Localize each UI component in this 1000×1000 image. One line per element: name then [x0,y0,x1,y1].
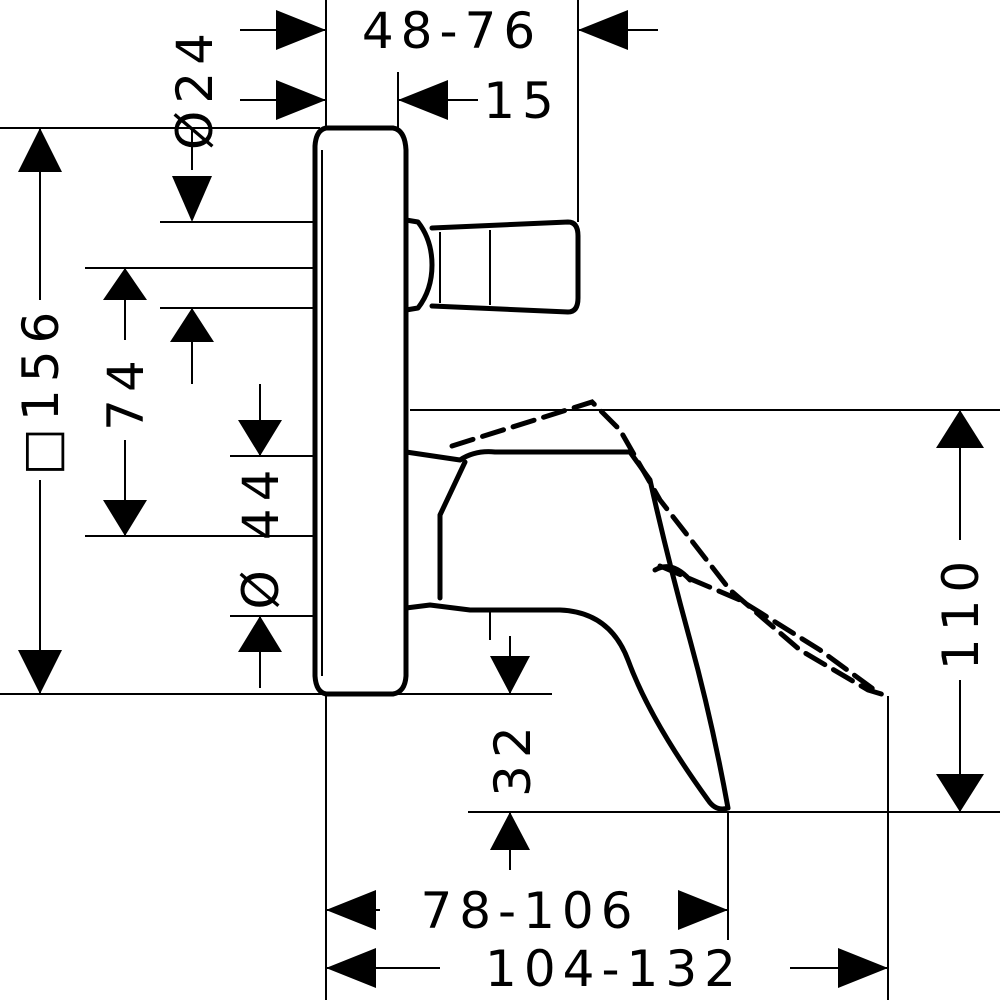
wall-plate [312,125,409,697]
dim-spout-height: 110 [932,554,990,670]
dimension-lines [39,29,961,969]
mixer-body [403,449,731,812]
arrow-down [490,656,530,694]
lever-open-position-lower [657,563,883,697]
arrow-up [170,308,214,342]
arrow-right [276,10,326,50]
arrow-up [103,268,147,300]
diverter-collar [403,217,435,313]
arrow-down [238,420,282,456]
arrow-left [326,948,376,988]
dim-spindle-depth: 15 [483,72,561,130]
dim-projection-long: 104-132 [485,940,743,998]
mixer-lever-groove [652,564,693,583]
arrow-down [172,176,212,222]
arrowheads [18,10,984,988]
arrow-right [276,80,326,120]
dim-spacing-74: 74 [97,353,155,431]
dim-top-width: 48-76 [362,2,542,60]
arrow-right [838,948,888,988]
arrow-up [18,128,62,172]
arrow-left [326,890,376,930]
arrow-right [678,890,728,930]
dim-diameter-44: Ø 44 [232,463,290,610]
mixer-body-front [437,459,468,601]
dim-lever-offset: 32 [484,719,542,797]
lever-open-position [449,399,891,699]
arrow-down [936,774,984,812]
arrow-up [490,812,530,850]
dim-spindle-diameter: Ø24 [166,26,224,150]
dim-plate-size: □156 [12,305,70,476]
dim-projection-short: 78-106 [420,882,639,940]
arrow-up [936,410,984,448]
arrow-left [398,80,448,120]
arrow-left [578,10,628,50]
arrow-up [238,616,282,652]
arrow-down [18,650,62,694]
arrow-down [103,500,147,536]
diverter-knob [429,219,581,315]
mixer-outline [312,125,891,812]
dimension-labels: 48-76 15 Ø24 □156 74 Ø 44 110 32 78-106 … [12,2,990,998]
